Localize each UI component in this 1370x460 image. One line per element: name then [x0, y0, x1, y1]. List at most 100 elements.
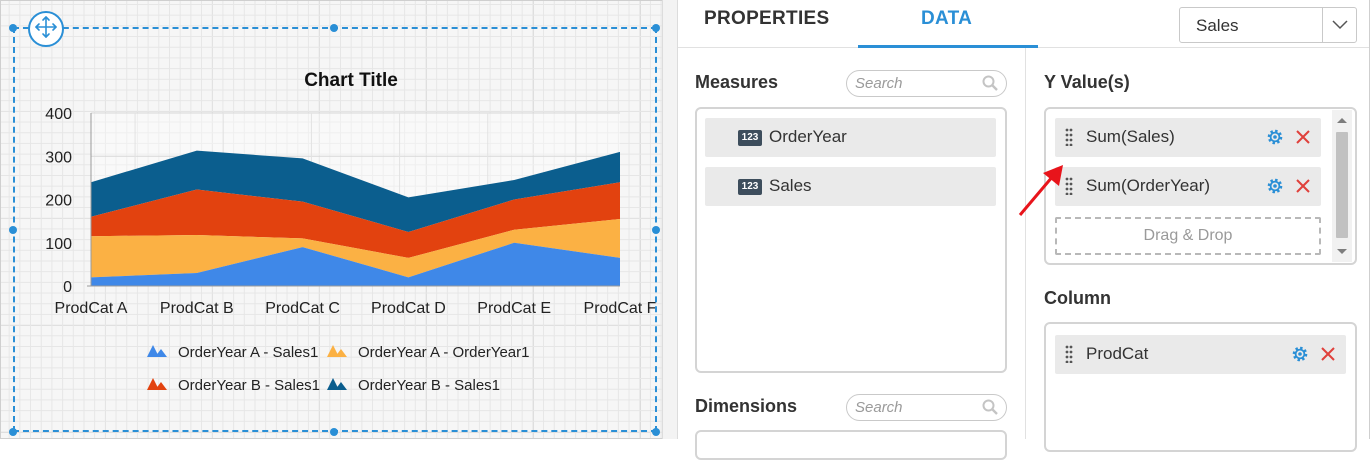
selection-border: [13, 27, 657, 432]
y-tick-label: 100: [45, 236, 72, 253]
tab-properties[interactable]: PROPERTIES: [704, 8, 830, 29]
column-label: ProdCat: [1086, 344, 1149, 363]
legend-marker-icon: [147, 345, 159, 357]
legend-label: OrderYear B - Sales1: [178, 377, 320, 394]
resize-handle-bottom-right[interactable]: [652, 428, 660, 436]
legend-marker-icon: [327, 345, 339, 357]
legend-label: OrderYear A - Sales1: [178, 344, 318, 361]
legend-item[interactable]: OrderYear B - Sales1: [147, 377, 320, 394]
y-values-dropzone[interactable]: Drag & Drop: [1055, 217, 1321, 255]
close-icon[interactable]: [1294, 177, 1312, 200]
numeric-badge: 123: [738, 130, 762, 146]
chart-legend[interactable]: OrderYear A - Sales1 OrderYear A - OrderY…: [147, 344, 530, 394]
measures-list: 123 OrderYear 123 Sales: [695, 107, 1007, 373]
plot-areas: [91, 150, 620, 286]
close-icon[interactable]: [1319, 345, 1337, 368]
search-icon[interactable]: [982, 75, 998, 96]
measure-label: OrderYear: [769, 127, 847, 146]
grip-icon[interactable]: [1065, 128, 1073, 151]
datasource-dropdown[interactable]: Sales: [1179, 7, 1357, 43]
measures-title: Measures: [695, 72, 779, 92]
chart-title: Chart Title: [304, 70, 398, 91]
resize-handle-middle-left[interactable]: [9, 226, 17, 234]
move-arrows-icon: [33, 14, 59, 45]
area-series-orderyear-a-orderyear1[interactable]: [91, 218, 620, 278]
numeric-badge: 123: [738, 179, 762, 195]
scroll-down-icon[interactable]: [1332, 246, 1352, 258]
resize-handle-top-center[interactable]: [330, 24, 338, 32]
dimensions-search[interactable]: [846, 394, 1007, 421]
panel-tabs: PROPERTIES DATA Sales: [678, 0, 1369, 48]
legend-label: OrderYear B - Sales1: [358, 377, 500, 394]
x-tick-label: ProdCat A: [55, 300, 128, 317]
column-item-prodcat[interactable]: ProdCat: [1055, 335, 1346, 374]
active-tab-indicator: [858, 45, 1038, 48]
resize-handle-bottom-left[interactable]: [9, 428, 17, 436]
legend-marker-icon: [335, 349, 347, 357]
legend-marker-icon: [155, 349, 167, 357]
measures-search[interactable]: [846, 70, 1007, 97]
y-value-item-sum-sales[interactable]: Sum(Sales): [1055, 118, 1321, 157]
resize-handle-top-right[interactable]: [652, 24, 660, 32]
splitter[interactable]: [662, 0, 678, 439]
y-values-title: Y Value(s): [1044, 72, 1130, 92]
measure-label: Sales: [769, 176, 812, 195]
legend-item[interactable]: OrderYear A - Sales1: [147, 344, 318, 361]
chevron-down-icon[interactable]: [1322, 8, 1356, 42]
dimensions-title: Dimensions: [695, 396, 798, 416]
legend-marker-icon: [147, 378, 159, 390]
grip-icon[interactable]: [1065, 345, 1073, 368]
dimensions-list: [695, 430, 1007, 460]
grip-icon[interactable]: [1065, 177, 1073, 200]
legend-label: OrderYear A - OrderYear1: [358, 344, 530, 361]
area-series-orderyear-b-sales1[interactable]: [91, 150, 620, 232]
resize-handle-middle-right[interactable]: [652, 226, 660, 234]
y-value-label: Sum(Sales): [1086, 127, 1175, 146]
legend-marker-icon: [155, 382, 167, 390]
move-button[interactable]: [28, 11, 64, 47]
scrollbar-thumb[interactable]: [1336, 132, 1348, 238]
legend-item[interactable]: OrderYear B - Sales1: [327, 377, 500, 394]
datasource-selected: Sales: [1196, 16, 1239, 35]
column-title: Column: [1044, 288, 1111, 308]
x-tick-label: ProdCat E: [477, 300, 551, 317]
y-values-list: Sum(Sales) Sum(OrderYear) Drag & Drop: [1044, 107, 1357, 265]
measure-item-sales[interactable]: 123 Sales: [705, 167, 996, 206]
x-tick-label: ProdCat F: [584, 300, 657, 317]
tab-data[interactable]: DATA: [921, 8, 973, 29]
dropzone-label: Drag & Drop: [1143, 227, 1233, 244]
properties-panel: PROPERTIES DATA Sales Measures 123 Order…: [678, 0, 1369, 460]
x-tick-label: ProdCat B: [160, 300, 234, 317]
legend-marker-icon: [335, 382, 347, 390]
resize-handle-top-left[interactable]: [9, 24, 17, 32]
area-series-orderyear-a-sales1[interactable]: [91, 242, 620, 286]
gear-icon[interactable]: [1265, 127, 1285, 152]
x-tick-label: ProdCat D: [371, 300, 446, 317]
design-canvas[interactable]: [1, 1, 662, 438]
gear-icon[interactable]: [1265, 176, 1285, 201]
x-tick-label: ProdCat C: [265, 300, 340, 317]
legend-marker-icon: [327, 378, 339, 390]
search-icon[interactable]: [982, 399, 998, 420]
measure-item-orderyear[interactable]: 123 OrderYear: [705, 118, 996, 157]
annotation-arrow-icon: [1018, 165, 1063, 216]
y-values-scrollbar[interactable]: [1332, 110, 1352, 262]
y-tick-label: 0: [63, 279, 72, 296]
column-list: ProdCat: [1044, 322, 1357, 452]
legend-item[interactable]: OrderYear A - OrderYear1: [327, 344, 530, 361]
y-tick-label: 200: [45, 193, 72, 210]
resize-handle-bottom-center[interactable]: [330, 428, 338, 436]
y-value-label: Sum(OrderYear): [1086, 176, 1211, 195]
close-icon[interactable]: [1294, 128, 1312, 151]
area-series-orderyear-b-sales1[interactable]: [91, 182, 620, 258]
dimensions-search-input[interactable]: [855, 398, 975, 417]
gear-icon[interactable]: [1290, 344, 1310, 369]
scroll-up-icon[interactable]: [1332, 114, 1352, 126]
y-tick-label: 300: [45, 149, 72, 166]
measures-search-input[interactable]: [855, 74, 975, 93]
panel-column-divider: [1025, 48, 1026, 439]
y-value-item-sum-orderyear[interactable]: Sum(OrderYear): [1055, 167, 1321, 206]
y-tick-label: 400: [45, 106, 72, 123]
